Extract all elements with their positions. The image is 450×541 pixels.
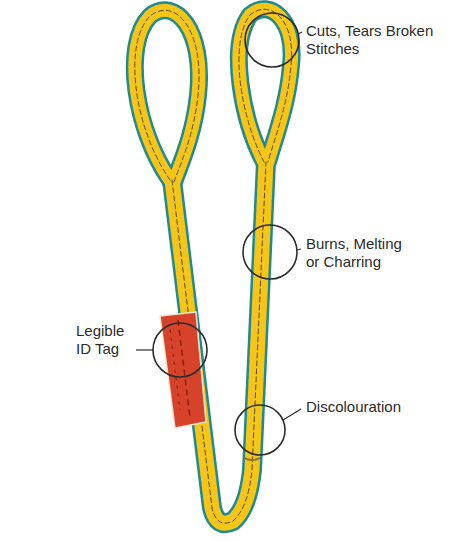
leader-line <box>297 249 301 250</box>
tag-print <box>178 320 190 418</box>
callout-circle <box>245 13 299 67</box>
wear-mark <box>244 458 260 460</box>
left-eye <box>135 10 199 182</box>
leader-line <box>298 32 302 34</box>
callout-label: Discolouration <box>306 398 436 416</box>
left-eye-edge <box>135 10 199 182</box>
callout-label: Cuts, Tears Broken Stitches <box>306 22 436 58</box>
tag-print <box>170 330 180 410</box>
callout-circle <box>243 225 297 279</box>
callout-label: Burns, Melting or Charring <box>306 235 418 271</box>
stitch-line <box>135 10 199 182</box>
leader-line <box>136 349 153 350</box>
callout-label: Legible ID Tag <box>76 322 138 358</box>
leader-line <box>283 409 301 420</box>
callout-circle <box>235 405 285 455</box>
callout-circle <box>153 323 207 377</box>
